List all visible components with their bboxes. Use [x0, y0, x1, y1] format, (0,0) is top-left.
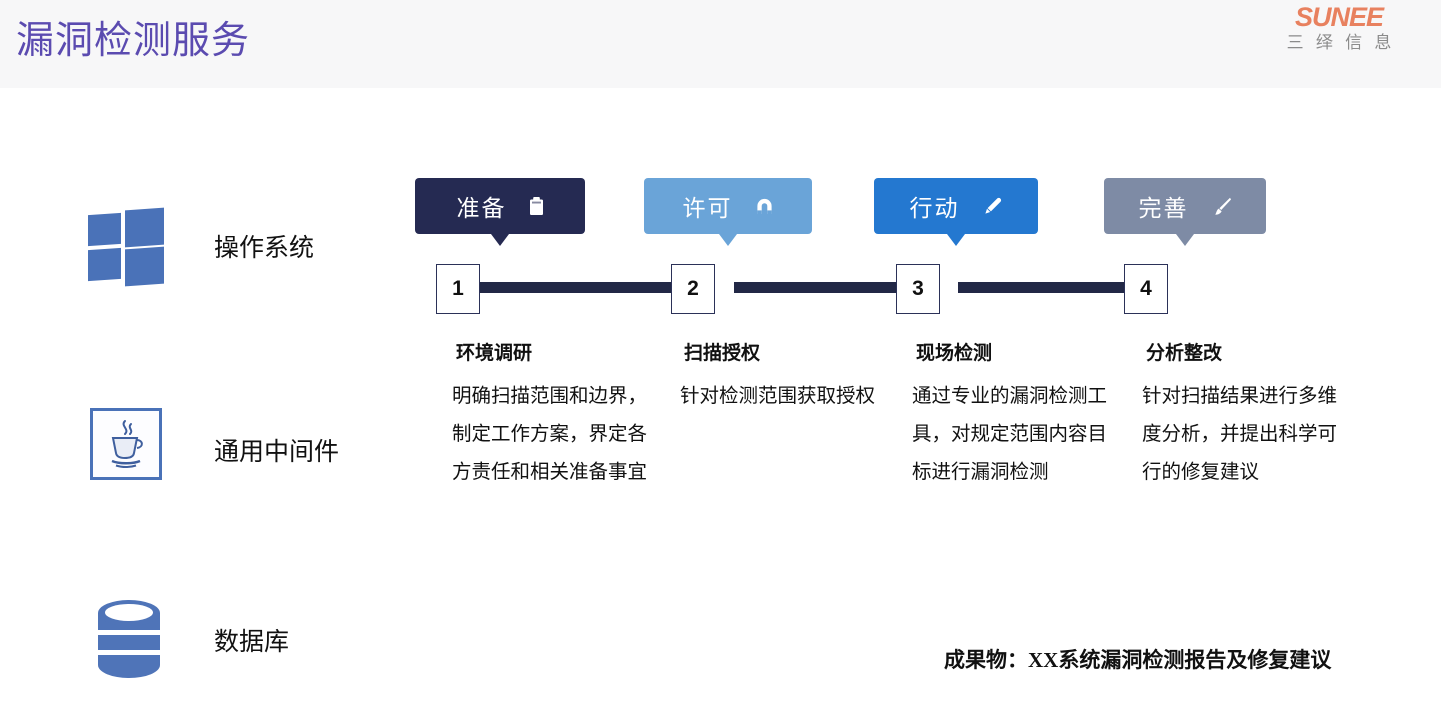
badge-tail [947, 234, 965, 246]
database-icon [80, 594, 176, 686]
timeline-badge-label: 许可 [682, 196, 733, 221]
timeline-detail-2: 扫描授权 针对检测范围获取授权 [680, 338, 890, 416]
java-cup-glyph [111, 420, 143, 468]
timeline-badge-3[interactable]: 行动 [874, 178, 1038, 246]
detail-heading: 现场检测 [916, 343, 993, 364]
badge-tail [491, 234, 509, 246]
timeline-detail-4: 分析整改 针对扫描结果进行多维度分析，并提出科学可行的修复建议 [1142, 338, 1352, 492]
detail-body: 针对检测范围获取授权 [680, 386, 876, 407]
windows-logo-icon [80, 200, 176, 292]
company-logo: SUNEE 三 绎 信 息 [1249, 2, 1429, 54]
timeline-badge-1[interactable]: 准备 [415, 178, 585, 246]
scope-item-label: 数据库 [214, 629, 290, 656]
logo-subtitle: 三 绎 信 息 [1286, 33, 1396, 52]
page-header: 漏洞检测服务 SUNEE 三 绎 信 息 [0, 0, 1441, 88]
scope-item-label: 操作系统 [214, 235, 315, 262]
timeline-bar-3-4 [958, 282, 1126, 293]
timeline-badge-2[interactable]: 许可 [644, 178, 812, 246]
timeline-badge-4[interactable]: 完善 [1104, 178, 1266, 246]
timeline-node-3[interactable]: 3 [896, 264, 940, 314]
detail-heading: 环境调研 [456, 343, 533, 364]
java-icon [80, 404, 176, 496]
timeline-badge-label: 准备 [456, 196, 507, 221]
magnet-icon [755, 197, 774, 215]
clipboard-icon [529, 196, 544, 216]
timeline-node-1[interactable]: 1 [436, 264, 480, 314]
timeline-node-2[interactable]: 2 [671, 264, 715, 314]
scope-item-middleware: 通用中间件 [80, 404, 339, 496]
scope-item-operating-system: 操作系统 [80, 200, 314, 292]
page-title: 漏洞检测服务 [16, 20, 251, 62]
timeline-bar-2-3 [734, 282, 916, 293]
badge-tail [1176, 234, 1194, 246]
timeline-badge-label: 行动 [909, 196, 960, 221]
timeline-detail-3: 现场检测 通过专业的漏洞检测工具，对规定范围内容目标进行漏洞检测 [912, 338, 1122, 492]
timeline-node-4[interactable]: 4 [1124, 264, 1168, 314]
detail-heading: 分析整改 [1146, 343, 1223, 364]
logo-wordmark: SUNEE [1294, 2, 1384, 32]
detail-body: 针对扫描结果进行多维度分析，并提出科学可行的修复建议 [1142, 386, 1338, 483]
scope-item-database: 数据库 [80, 594, 289, 686]
paintbrush-icon [1211, 196, 1232, 217]
badge-tail [719, 234, 737, 246]
detail-heading: 扫描授权 [684, 343, 761, 364]
scope-item-label: 通用中间件 [214, 439, 340, 466]
timeline-detail-1: 环境调研 明确扫描范围和边界，制定工作方案，界定各方责任和相关准备事宜 [452, 338, 662, 492]
timeline-bar-1-2 [478, 282, 693, 293]
timeline-badge-label: 完善 [1138, 196, 1189, 221]
deliverable-statement: 成果物：XX系统漏洞检测报告及修复建议 [944, 648, 1332, 672]
detail-body: 通过专业的漏洞检测工具，对规定范围内容目标进行漏洞检测 [912, 386, 1108, 483]
detail-body: 明确扫描范围和边界，制定工作方案，界定各方责任和相关准备事宜 [452, 386, 648, 483]
pencil-icon [982, 196, 1003, 217]
